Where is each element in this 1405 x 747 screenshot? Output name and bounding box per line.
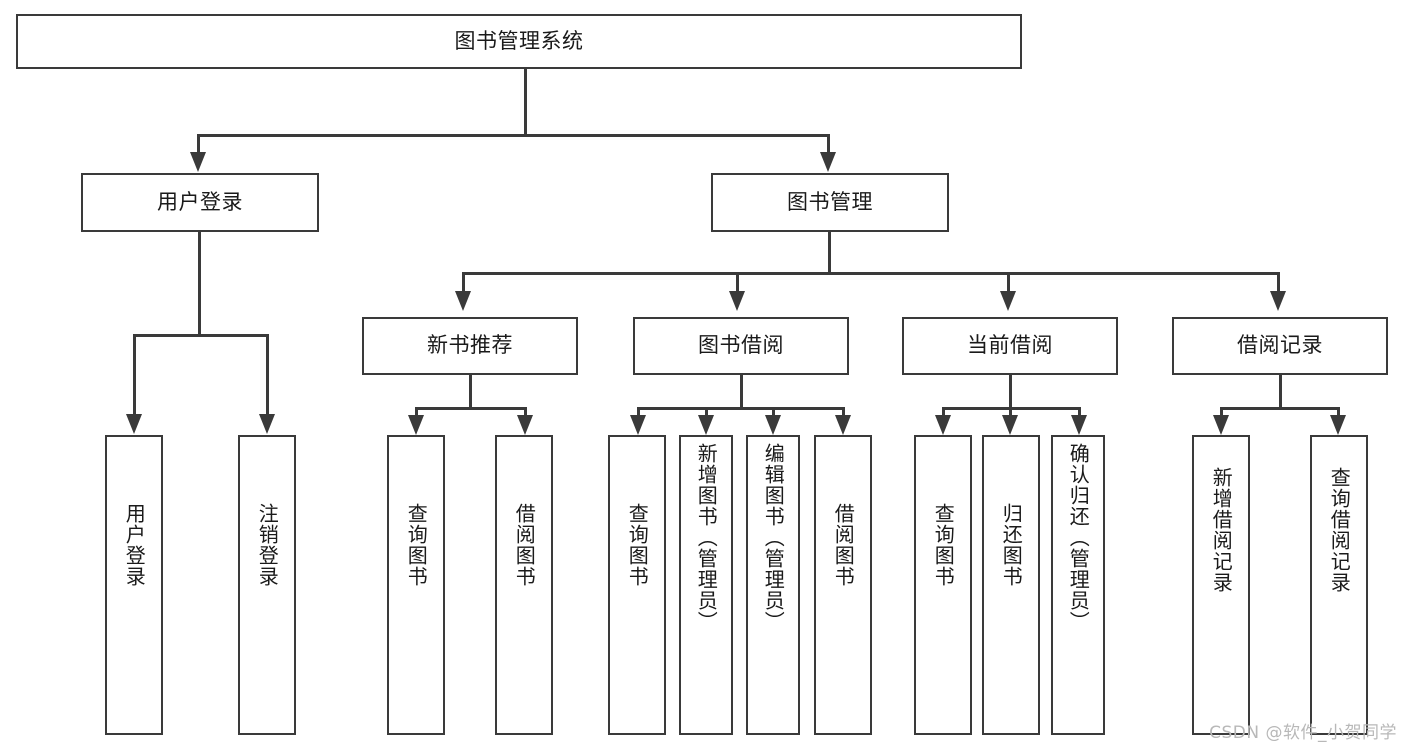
- connector-user-login-bus: [133, 334, 269, 337]
- arrow-bm-to-new-book: [455, 291, 471, 311]
- node-label: 查询借阅记录: [1327, 467, 1352, 593]
- connector-br-stem: [1279, 375, 1282, 409]
- leaf-bb-borrow-book[interactable]: 借阅图书: [814, 435, 872, 735]
- connector-br-leaf-2: [1337, 407, 1340, 419]
- node-label: 当前借阅: [967, 333, 1053, 358]
- arrow-user-login-leaf-2: [259, 414, 275, 434]
- node-user-login[interactable]: 用户登录: [81, 173, 319, 232]
- arrow-cb-leaf-1: [935, 415, 951, 435]
- connector-bb-leaf-2: [705, 407, 708, 419]
- node-label: 查询图书: [625, 503, 650, 587]
- connector-bm-to-current-borrow: [1007, 272, 1010, 294]
- node-label: 新增借阅记录: [1209, 467, 1234, 593]
- arrow-nbr-leaf-1: [408, 415, 424, 435]
- connector-bb-leaf-1: [637, 407, 640, 419]
- node-label: 注销登录: [255, 503, 280, 587]
- node-label: 借阅图书: [512, 503, 537, 587]
- node-label: 借阅记录: [1237, 333, 1323, 358]
- connector-cb-leaf-1: [942, 407, 945, 419]
- node-borrow-record[interactable]: 借阅记录: [1172, 317, 1388, 375]
- arrow-bb-leaf-4: [835, 415, 851, 435]
- node-root-book-management-system[interactable]: 图书管理系统: [16, 14, 1022, 69]
- node-book-management[interactable]: 图书管理: [711, 173, 949, 232]
- node-label: 确认归还（管理员）: [1066, 443, 1091, 632]
- leaf-br-query-record[interactable]: 查询借阅记录: [1310, 435, 1368, 735]
- node-current-borrow[interactable]: 当前借阅: [902, 317, 1118, 375]
- node-label: 查询图书: [931, 503, 956, 587]
- leaf-user-login[interactable]: 用户登录: [105, 435, 163, 735]
- leaf-bb-add-book-admin[interactable]: 新增图书（管理员）: [679, 435, 733, 735]
- node-label: 用户登录: [157, 189, 243, 214]
- leaf-br-add-record[interactable]: 新增借阅记录: [1192, 435, 1250, 735]
- csdn-watermark: CSDN @软件_小贺同学: [1209, 723, 1397, 743]
- node-label: 图书管理: [787, 189, 873, 214]
- connector-bb-leaf-3: [772, 407, 775, 419]
- connector-root-stem: [524, 69, 527, 136]
- leaf-bb-query-book[interactable]: 查询图书: [608, 435, 666, 735]
- node-label: 借阅图书: [831, 503, 856, 587]
- arrow-br-leaf-1: [1213, 415, 1229, 435]
- connector-cb-stem: [1009, 375, 1012, 409]
- connector-cb-leaf-2: [1009, 407, 1012, 419]
- connector-nbr-bus: [415, 407, 527, 410]
- arrow-bm-to-book-borrow: [729, 291, 745, 311]
- arrow-user-login-leaf-1: [126, 414, 142, 434]
- connector-book-management-bus: [462, 272, 1280, 275]
- arrow-br-leaf-2: [1330, 415, 1346, 435]
- connector-cb-leaf-3: [1078, 407, 1081, 419]
- node-new-book-recommend[interactable]: 新书推荐: [362, 317, 578, 375]
- arrow-cb-leaf-3: [1071, 415, 1087, 435]
- connector-user-login-leaf-2: [266, 334, 269, 416]
- connector-bb-stem: [740, 375, 743, 409]
- node-label: 图书管理系统: [454, 28, 584, 53]
- node-label: 编辑图书（管理员）: [761, 443, 786, 632]
- connector-user-login-stem: [198, 232, 201, 336]
- connector-user-login-leaf-1: [133, 334, 136, 416]
- arrow-bb-leaf-3: [765, 415, 781, 435]
- connector-br-leaf-1: [1220, 407, 1223, 419]
- node-book-borrow[interactable]: 图书借阅: [633, 317, 849, 375]
- node-label: 用户登录: [122, 503, 147, 587]
- node-label: 新增图书（管理员）: [694, 443, 719, 632]
- connector-br-bus: [1220, 407, 1340, 410]
- connector-nbr-stem: [469, 375, 472, 409]
- leaf-nbr-borrow-book[interactable]: 借阅图书: [495, 435, 553, 735]
- connector-root-to-book-management: [827, 134, 830, 154]
- connector-bb-bus: [637, 407, 845, 410]
- arrow-bm-to-borrow-record: [1270, 291, 1286, 311]
- arrow-bb-leaf-2: [698, 415, 714, 435]
- connector-bm-to-borrow-record: [1277, 272, 1280, 294]
- arrow-cb-leaf-2: [1002, 415, 1018, 435]
- node-label: 新书推荐: [427, 333, 513, 358]
- connector-root-bus: [197, 134, 830, 137]
- leaf-cb-confirm-return-admin[interactable]: 确认归还（管理员）: [1051, 435, 1105, 735]
- arrow-bb-leaf-1: [630, 415, 646, 435]
- leaf-cb-return-book[interactable]: 归还图书: [982, 435, 1040, 735]
- arrow-nbr-leaf-2: [517, 415, 533, 435]
- leaf-cb-query-book[interactable]: 查询图书: [914, 435, 972, 735]
- node-label: 图书借阅: [698, 333, 784, 358]
- node-label: 归还图书: [999, 503, 1024, 587]
- leaf-bb-edit-book-admin[interactable]: 编辑图书（管理员）: [746, 435, 800, 735]
- arrow-bm-to-current-borrow: [1000, 291, 1016, 311]
- leaf-nbr-query-book[interactable]: 查询图书: [387, 435, 445, 735]
- connector-root-to-user-login: [197, 134, 200, 154]
- leaf-logout[interactable]: 注销登录: [238, 435, 296, 735]
- connector-bm-to-book-borrow: [736, 272, 739, 294]
- connector-book-management-stem: [828, 232, 831, 275]
- arrow-root-to-user-login: [190, 152, 206, 172]
- connector-bm-to-new-book: [462, 272, 465, 294]
- connector-nbr-leaf-1: [415, 407, 418, 419]
- connector-nbr-leaf-2: [524, 407, 527, 419]
- node-label: 查询图书: [404, 503, 429, 587]
- arrow-root-to-book-management: [820, 152, 836, 172]
- connector-bb-leaf-4: [842, 407, 845, 419]
